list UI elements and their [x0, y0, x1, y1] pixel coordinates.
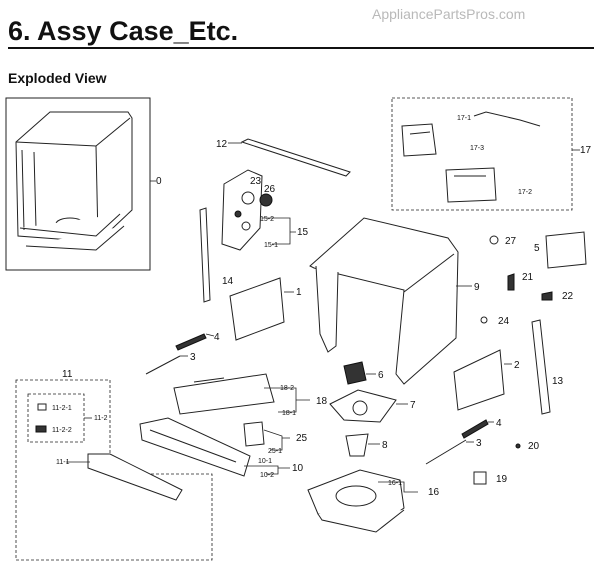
part-4-spring-left — [175, 333, 207, 351]
part-0-tub-assembly — [5, 97, 151, 271]
label-3-right: 3 — [476, 438, 482, 449]
part-17-group — [391, 97, 573, 211]
label-27: 27 — [505, 236, 517, 247]
part-22-clip — [541, 291, 553, 301]
label-7: 7 — [410, 400, 416, 411]
label-15-1: 15-1 — [264, 242, 278, 249]
part-6-cap — [343, 361, 367, 385]
section-subtitle: Exploded View — [8, 70, 107, 86]
part-25-bracket — [243, 421, 265, 447]
label-15: 15 — [297, 227, 309, 238]
label-11-1: 11-1 — [56, 459, 70, 466]
part-21-screw — [507, 273, 515, 291]
label-4-right: 4 — [496, 418, 502, 429]
label-14: 14 — [222, 276, 234, 287]
part-16-base — [307, 469, 405, 533]
label-9: 9 — [474, 282, 480, 293]
label-1: 1 — [296, 287, 302, 298]
label-12: 12 — [216, 139, 228, 150]
part-12-rail — [240, 138, 351, 177]
label-11-2: 11-2 — [94, 415, 108, 422]
label-15-2: 15-2 — [260, 216, 274, 223]
part-3-rod-left — [145, 355, 181, 375]
part-3-rod-right — [425, 439, 467, 465]
label-25-1: 25-1 — [268, 448, 282, 455]
label-4-left: 4 — [214, 332, 220, 343]
part-14-strip — [199, 207, 211, 303]
label-11-2-2: 11-2-2 — [52, 427, 72, 434]
label-18: 18 — [316, 396, 328, 407]
part-2-panel — [453, 349, 505, 411]
page-title: 6. Assy Case_Etc. — [8, 16, 239, 46]
label-24: 24 — [498, 316, 510, 327]
part-9-case — [309, 217, 459, 385]
part-19-cap — [473, 471, 487, 485]
label-17-1: 17-1 — [457, 115, 471, 122]
part-27-clip — [489, 235, 499, 245]
label-6: 6 — [378, 370, 384, 381]
label-17-3: 17-3 — [470, 145, 484, 152]
part-1-panel — [229, 277, 285, 341]
label-16: 16 — [428, 487, 440, 498]
label-10-1: 10-1 — [258, 458, 272, 465]
label-10-2: 10-2 — [260, 472, 274, 479]
part-13-strip — [531, 319, 551, 415]
label-3-left: 3 — [190, 352, 196, 363]
label-26: 26 — [264, 184, 276, 195]
part-24-clip — [480, 316, 488, 324]
label-17-2: 17-2 — [518, 189, 532, 196]
part-18-plate — [173, 373, 275, 415]
label-22: 22 — [562, 291, 574, 302]
label-5: 5 — [534, 243, 540, 254]
part-15-bracket — [221, 169, 273, 251]
part-8-bracket — [345, 433, 369, 457]
label-25: 25 — [296, 433, 308, 444]
label-11: 11 — [62, 369, 73, 380]
label-10: 10 — [292, 463, 304, 474]
part-5-panel — [545, 231, 587, 269]
label-20: 20 — [528, 441, 540, 452]
label-18-1: 18-1 — [282, 410, 296, 417]
part-20-screw — [515, 443, 521, 449]
label-16-1: 16-1 — [388, 480, 402, 487]
watermark: AppliancePartsPros.com — [372, 6, 526, 22]
label-19: 19 — [496, 474, 508, 485]
label-18-2: 18-2 — [280, 385, 294, 392]
part-4-spring-right — [461, 419, 489, 439]
label-2: 2 — [514, 360, 520, 371]
label-11-2-1: 11-2-1 — [52, 405, 72, 412]
label-21: 21 — [522, 272, 534, 283]
label-17: 17 — [580, 145, 592, 156]
part-11-1-plate — [87, 453, 183, 501]
label-23: 23 — [250, 176, 262, 187]
part-11-group — [15, 379, 213, 561]
label-8: 8 — [382, 440, 388, 451]
label-13: 13 — [552, 376, 564, 387]
title-underline — [8, 47, 594, 49]
label-0: 0 — [156, 176, 162, 187]
